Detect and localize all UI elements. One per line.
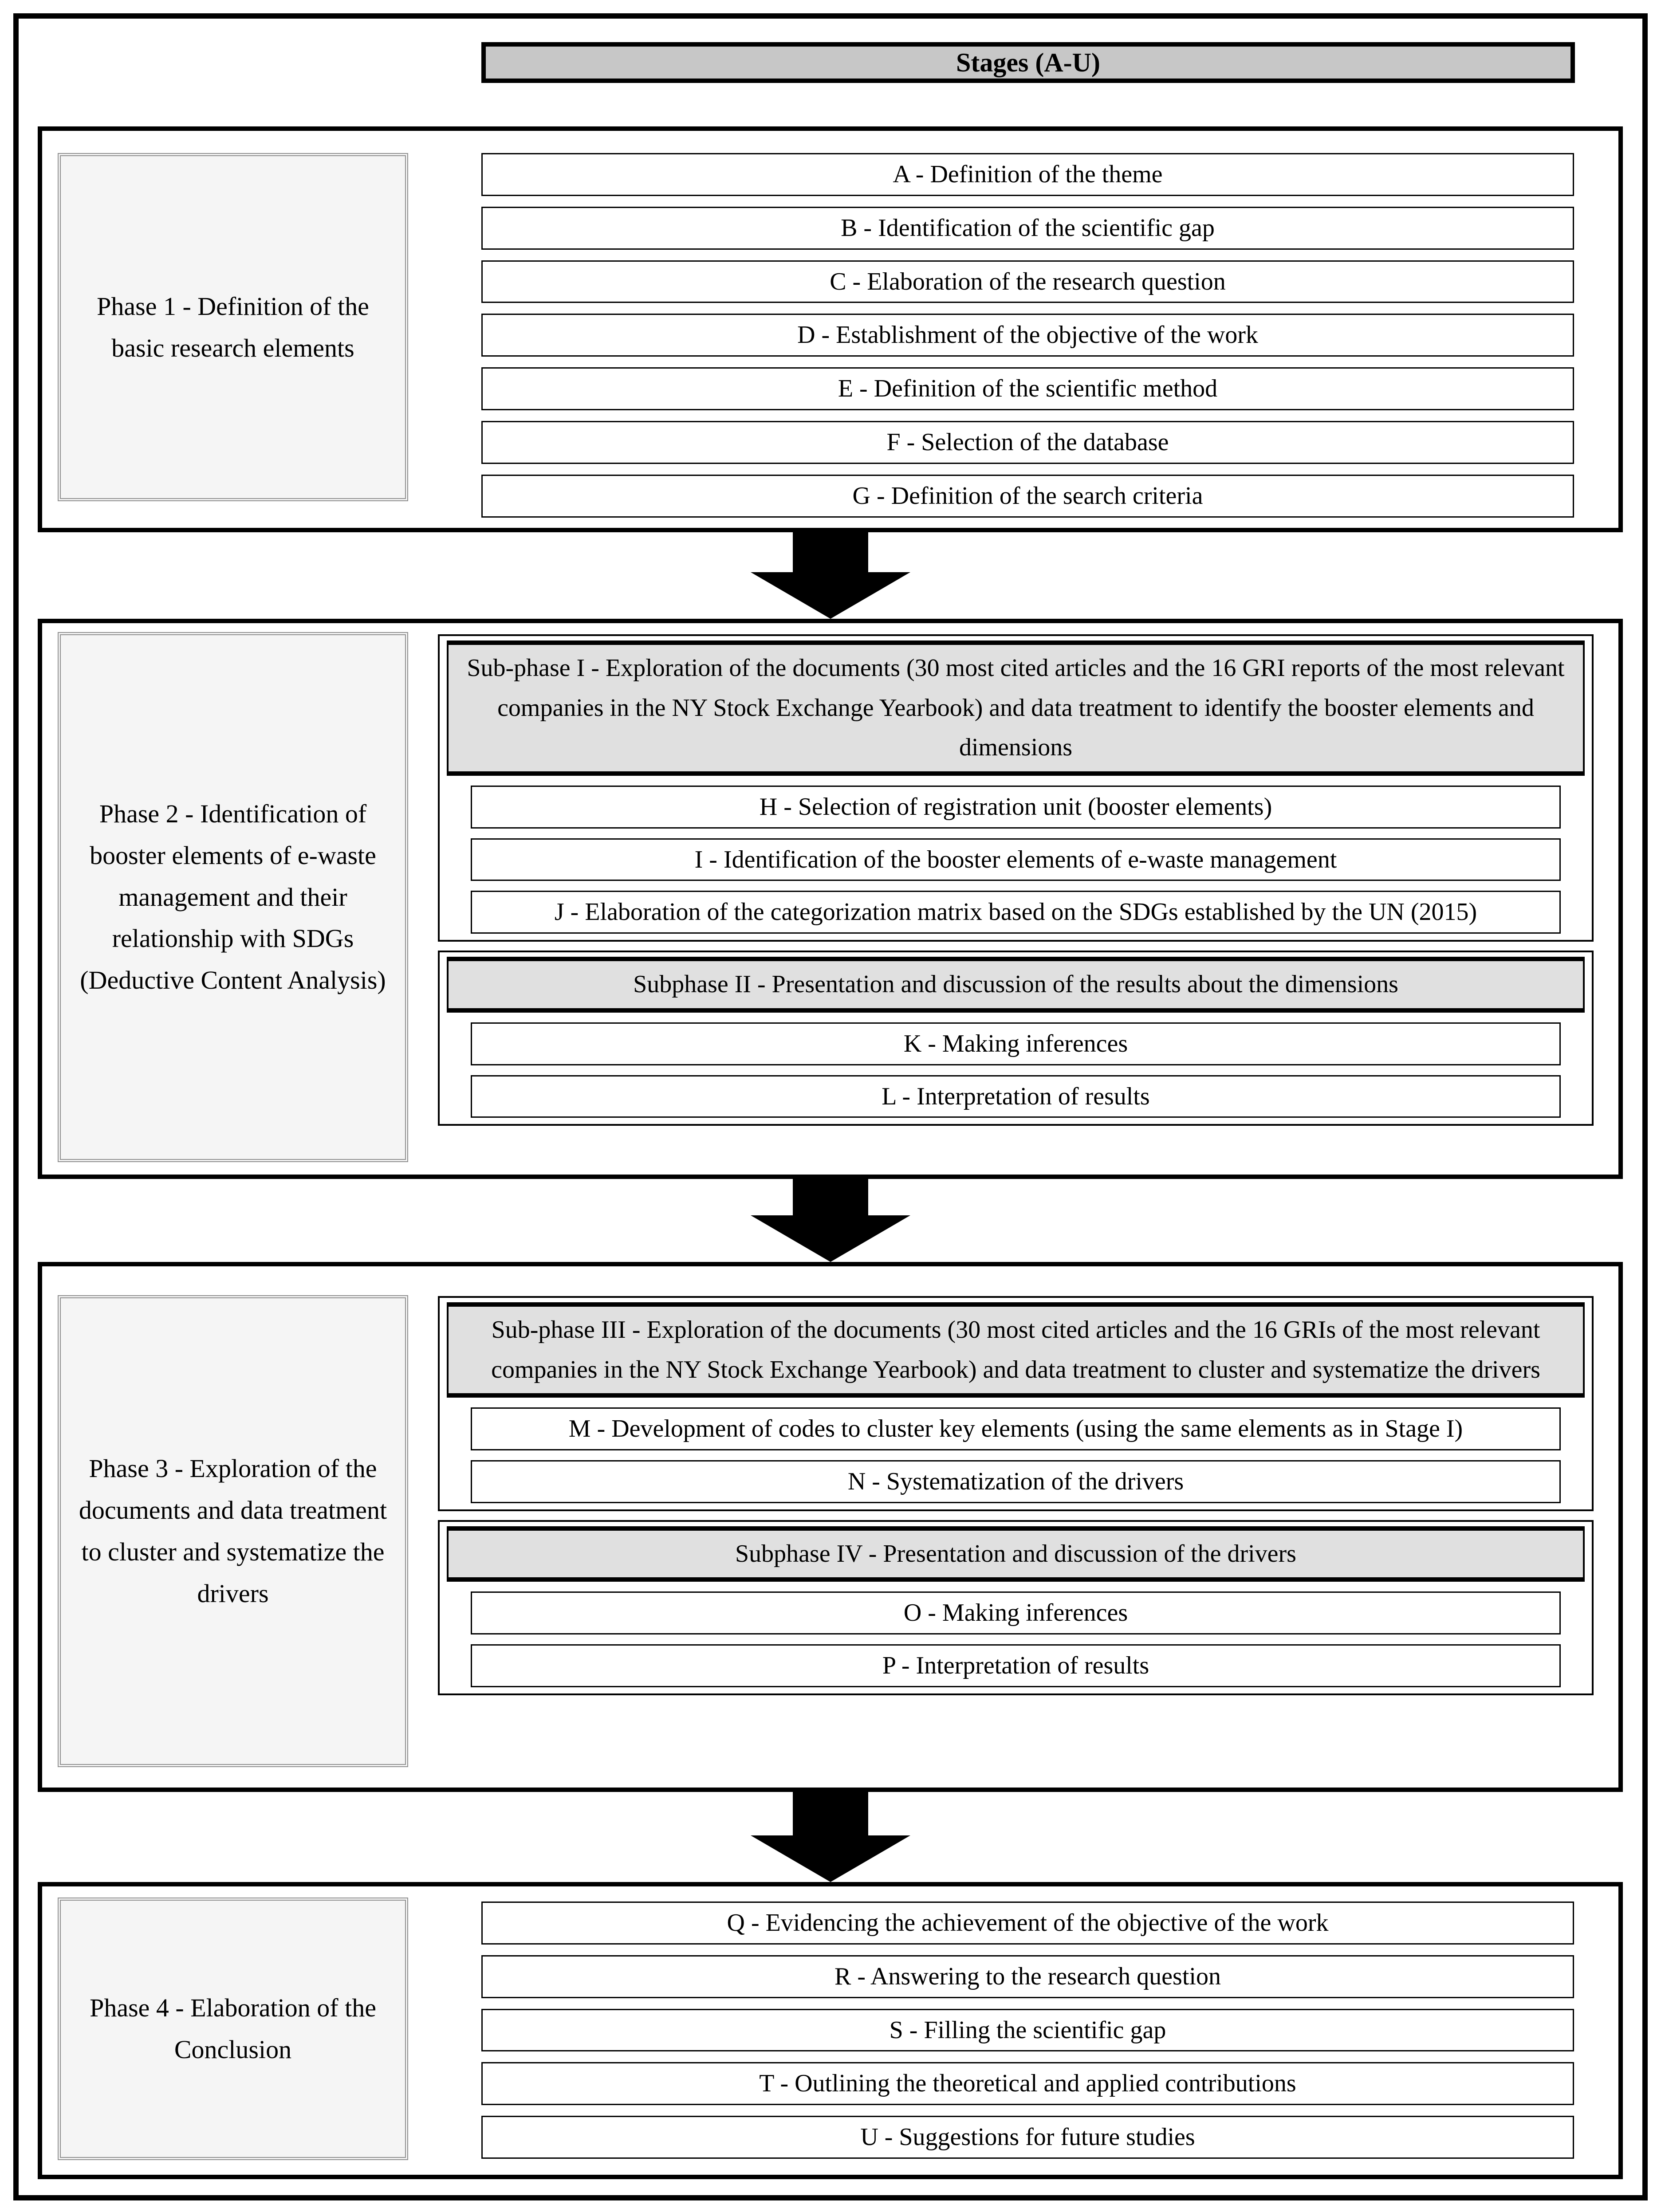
subphase-group: Sub-phase III - Exploration of the docum… <box>438 1296 1594 1511</box>
stage-box: S - Filling the scientific gap <box>481 2008 1574 2052</box>
phase-4-container: Phase 4 - Elaboration of the Conclusion Q… <box>38 1882 1623 2179</box>
phase-1-container: Phase 1 - Definition of the basic resear… <box>38 126 1623 532</box>
down-arrow-icon <box>751 532 910 619</box>
stage-box: M - Development of codes to cluster key … <box>471 1407 1561 1450</box>
stage-box: D - Establishment of the objective of th… <box>481 314 1574 357</box>
stage-box: Q - Evidencing the achievement of the ob… <box>481 1902 1574 1945</box>
stage-box: R - Answering to the research question <box>481 1955 1574 1998</box>
stages-header-label: Stages (A-U) <box>956 47 1100 77</box>
stage-box: H - Selection of registration unit (boos… <box>471 785 1561 829</box>
stage-box: E - Definition of the scientific method <box>481 367 1574 410</box>
down-arrow-icon <box>751 1179 910 1262</box>
subphase-header: Subphase II - Presentation and discussio… <box>447 957 1585 1013</box>
stage-box: G - Definition of the search criteria <box>481 474 1574 518</box>
phase-3-container: Phase 3 - Exploration of the documents a… <box>38 1262 1623 1792</box>
stage-box: O - Making inferences <box>471 1591 1561 1635</box>
subphase-group: Sub-phase I - Exploration of the documen… <box>438 634 1594 942</box>
stage-box: K - Making inferences <box>471 1022 1561 1065</box>
stage-box: T - Outlining the theoretical and applie… <box>481 2062 1574 2106</box>
stage-box: P - Interpretation of results <box>471 1644 1561 1687</box>
stage-box: U - Suggestions for future studies <box>481 2116 1574 2159</box>
stage-box: B - Identification of the scientific gap <box>481 206 1574 250</box>
stage-box: F - Selection of the database <box>481 420 1574 464</box>
phase-3-label: Phase 3 - Exploration of the documents a… <box>58 1295 408 1767</box>
phase-2-label: Phase 2 - Identification of booster elem… <box>58 632 408 1162</box>
subphase-header: Sub-phase III - Exploration of the docum… <box>447 1302 1585 1398</box>
phase-1-label: Phase 1 - Definition of the basic resear… <box>58 153 408 501</box>
phase-4-stages: Q - Evidencing the achievement of the ob… <box>481 1902 1574 2159</box>
phase-4-label: Phase 4 - Elaboration of the Conclusion <box>58 1898 408 2160</box>
stage-box: J - Elaboration of the categorization ma… <box>471 891 1561 934</box>
stage-box: L - Interpretation of results <box>471 1075 1561 1118</box>
subphase-group: Subphase II - Presentation and discussio… <box>438 951 1594 1126</box>
phase-1-stages: A - Definition of the theme B - Identific… <box>481 153 1574 518</box>
subphase-header: Sub-phase I - Exploration of the documen… <box>447 640 1585 776</box>
stage-box: C - Elaboration of the research question <box>481 260 1574 303</box>
phase-2-stages: Sub-phase I - Exploration of the documen… <box>438 634 1594 1126</box>
stage-box: I - Identification of the booster elemen… <box>471 838 1561 881</box>
subphase-header: Subphase IV - Presentation and discussio… <box>447 1526 1585 1582</box>
subphase-group: Subphase IV - Presentation and discussio… <box>438 1520 1594 1695</box>
phase-3-stages: Sub-phase III - Exploration of the docum… <box>438 1296 1594 1695</box>
stage-box: N - Systematization of the drivers <box>471 1460 1561 1503</box>
down-arrow-icon <box>751 1792 910 1882</box>
phase-2-container: Phase 2 - Identification of booster elem… <box>38 619 1623 1179</box>
stages-header: Stages (A-U) <box>481 42 1575 83</box>
stage-box: A - Definition of the theme <box>481 153 1574 196</box>
